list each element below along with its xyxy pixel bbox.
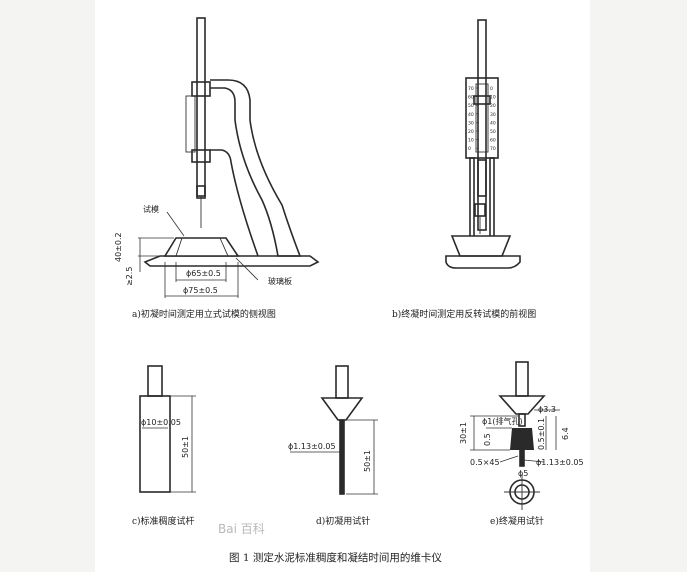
caption-e: e)终凝用试针 [490,515,544,527]
caption-c: c)标准稠度试杆 [132,515,195,527]
dim-e-top: ϕ3.3 [538,405,556,414]
label-glass: 玻璃板 [268,276,292,286]
base-b [445,255,521,269]
dim-d75: ϕ75±0.5 [183,286,218,295]
rod-top [147,365,163,397]
dim-e-113: ϕ1.13±0.05 [536,458,584,467]
dim-e-05: 0.5 [483,433,492,446]
scale-right-label: 40 [490,120,496,126]
caption-d: d)初凝用试针 [316,515,370,527]
scale-left-label: 20 [468,129,474,135]
scale-right-label: 10 [490,95,496,101]
panel-a-apparatus: 试模 玻璃板 40±0.2 ≥2.5 ϕ65±0.5 ϕ75±0.5 a)初凝时… [114,17,320,320]
dim-needle-d-diameter: ϕ1.13±0.05 [288,442,336,451]
caption-a: a)初凝时间测定用立式试模的侧视图 [132,308,276,320]
scale-pointer [473,95,491,105]
dim-needle-d-length: 50±1 [363,450,372,472]
frame-arm [210,79,302,257]
needle-d-shaft [339,419,345,495]
panel-b-apparatus: b)终凝时间测定用反转试模的前视图 [392,19,536,320]
scale-left-label: 40 [468,112,474,118]
base-plate [143,255,320,267]
needle-e-tip [519,449,525,467]
needle-d-cone [320,397,364,421]
dim-e-5: ϕ5 [518,469,528,478]
scale-plate [185,95,196,153]
scale-left-label: 30 [468,120,474,126]
dim-e-30: 30±1 [459,422,468,444]
dim-e-chamfer: 0.5×45 [470,458,500,467]
scale-frame [465,77,499,159]
mold-b [450,235,512,257]
needle-e-cone [498,395,546,415]
lower-clamp [191,149,211,163]
panel-e-needle: ϕ3.3 ϕ1(排气孔) 30±1 0.5 0.5±0.1 6.4 0.5×45… [459,361,584,527]
needle-e-top [515,361,529,397]
caption-b: b)终凝时间测定用反转试模的前视图 [392,308,536,320]
mold [163,237,240,257]
scale-right-label: 60 [490,138,496,144]
mold-leader [166,211,185,237]
needle-holder [196,185,206,199]
panel-c-rod: ϕ10±0.05 50±1 c)标准稠度试杆 [132,365,196,527]
needle-e-attachment [510,428,534,450]
scale-right-label: 50 [490,129,496,135]
panel-d-needle: ϕ1.13±0.05 50±1 d)初凝用试针 [288,365,378,527]
needle-d-top [335,365,349,399]
label-mold: 试模 [143,204,159,214]
scale-left-label: 0 [468,146,471,152]
rod-b [477,19,487,231]
scale-right-label: 20 [490,103,496,109]
needle-holder-b [474,203,486,217]
dim-height: 40±0.2 [114,232,123,262]
dim-rod-diameter: ϕ10±0.05 [141,418,181,427]
scale-right-label: 70 [490,146,496,152]
dim-rod-length: 50±1 [181,436,190,458]
scale-left-label: 60 [468,95,474,101]
rod [196,17,206,197]
scale-left-label: 50 [468,103,474,109]
watermark: Bai 百科 [218,522,265,536]
top-clamp [191,81,211,97]
dim-d65: ϕ65±0.5 [186,269,221,278]
dim-e-64: 6.4 [561,427,570,440]
figure-caption: 图 1 测定水泥标准稠度和凝结时间用的维卡仪 [229,551,442,564]
scale-ticks: 70 60 50 40 30 20 10 0 0 10 20 30 40 50 60 70 [468,86,496,152]
dim-e-05b: 0.5±0.1 [537,418,546,450]
dim-e-vent: ϕ1(排气孔) [482,416,523,426]
scale-left-label: 70 [468,86,474,92]
dim-base: ≥2.5 [125,267,134,286]
frame-inner [210,149,259,257]
scale-right-label: 30 [490,112,496,118]
rod-body [139,395,171,493]
scale-left-label: 10 [468,138,474,144]
glass-leader [235,257,259,281]
scale-right-label: 0 [490,86,493,92]
